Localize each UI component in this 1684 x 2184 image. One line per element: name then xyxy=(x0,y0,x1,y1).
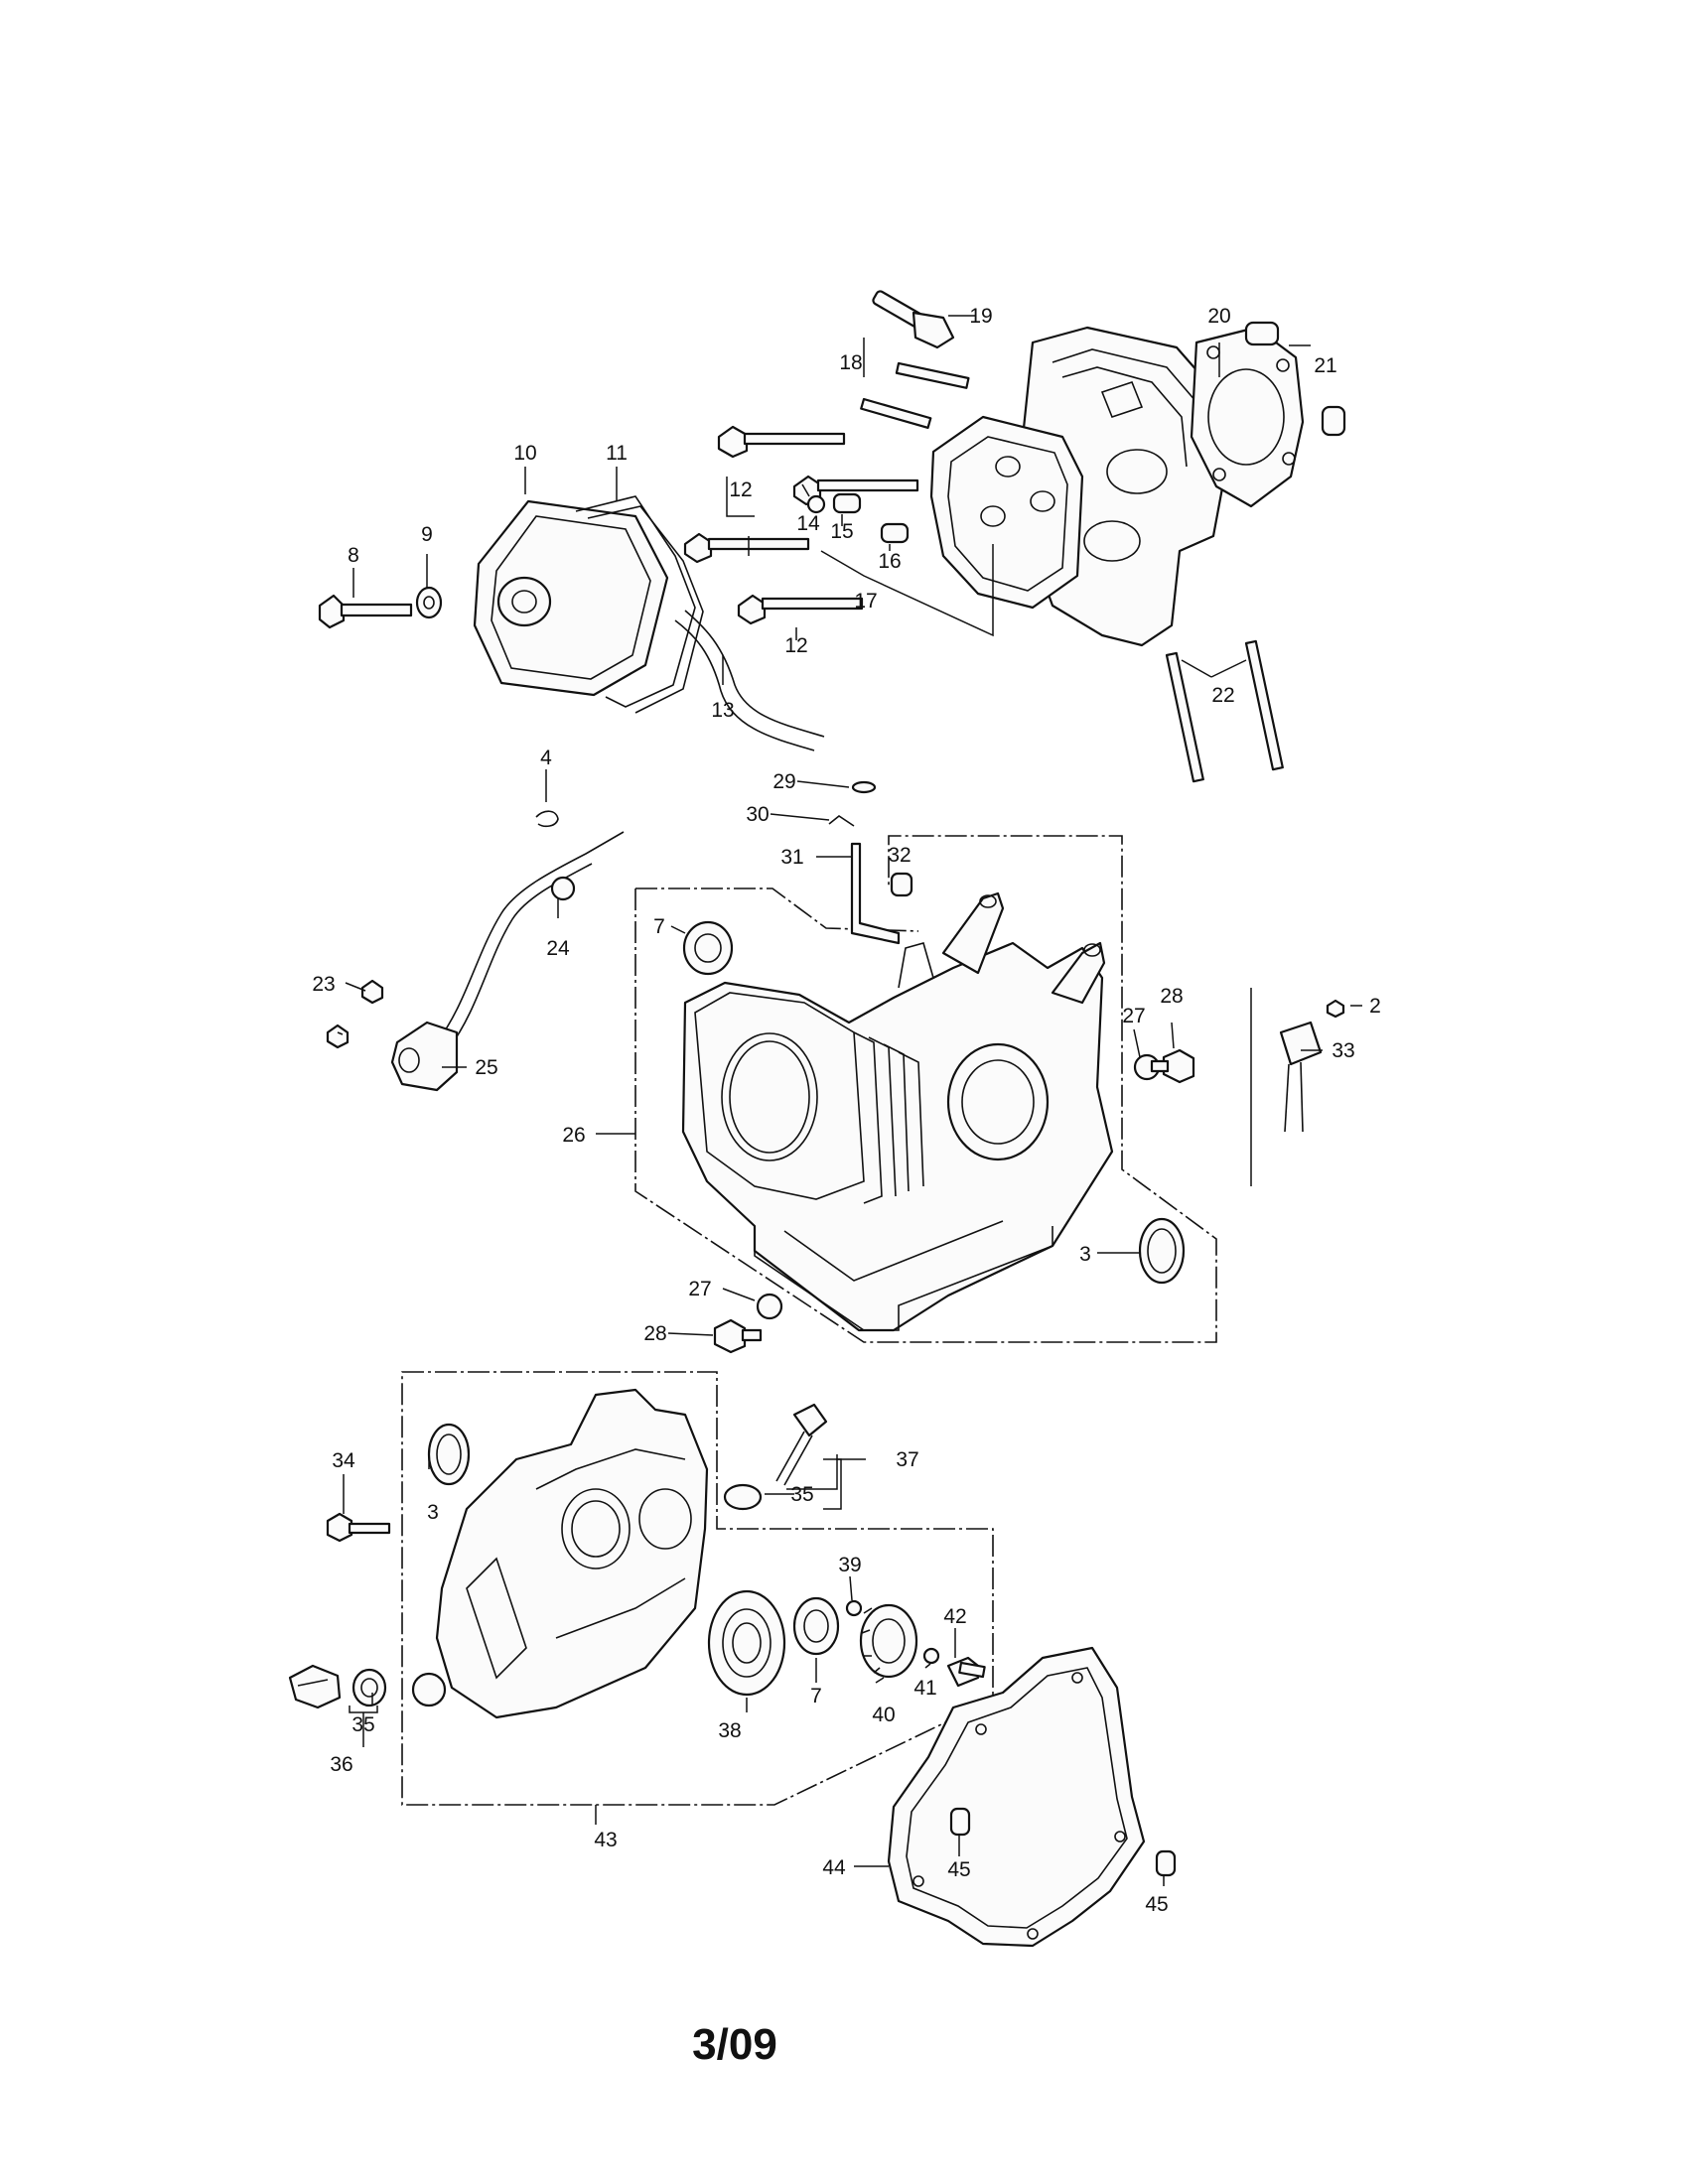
callout-39: 39 xyxy=(838,1554,861,1576)
callout-36: 36 xyxy=(330,1753,352,1776)
callout-19: 19 xyxy=(969,305,992,328)
oil-seal-3-lower xyxy=(427,1423,471,1486)
callout-24: 24 xyxy=(546,937,570,960)
crankcase-cover xyxy=(435,1388,709,1719)
callout-26: 26 xyxy=(562,1124,585,1147)
callout-43: 43 xyxy=(594,1829,617,1851)
callout-35: 35 xyxy=(351,1713,374,1736)
callout-16: 16 xyxy=(878,550,901,573)
page-number: 3/09 xyxy=(692,2020,777,2069)
callout-4: 4 xyxy=(540,747,552,769)
spark-plug xyxy=(872,290,955,349)
head-cover-gasket xyxy=(575,495,696,708)
callout-31: 31 xyxy=(780,846,803,869)
callout-21: 21 xyxy=(1314,354,1336,377)
oil-seal-3-upper xyxy=(1138,1217,1186,1285)
callout-labels: 2 3 3 4 7 7 8 9 10 11 12 12 12 13 14 15 … xyxy=(312,305,1381,1916)
callout-7: 7 xyxy=(810,1685,822,1707)
crankcase-group xyxy=(634,780,1217,1354)
callout-42: 42 xyxy=(943,1605,966,1628)
callout-27: 27 xyxy=(1122,1005,1145,1027)
bearing-7-upper xyxy=(682,920,734,976)
head-cover xyxy=(473,499,669,697)
callout-34: 34 xyxy=(332,1449,355,1472)
head-gasket-frame xyxy=(929,415,1084,610)
callout-40: 40 xyxy=(872,1704,895,1726)
bolt-8 xyxy=(318,594,346,629)
bearing-38 xyxy=(707,1589,786,1697)
cylinder-head-group xyxy=(318,290,1346,783)
bearing-7-lower xyxy=(792,1596,840,1656)
callout-30: 30 xyxy=(746,803,769,826)
callout-29: 29 xyxy=(772,770,795,793)
callout-2: 2 xyxy=(1369,995,1381,1018)
callout-22: 22 xyxy=(1211,684,1234,707)
callout-12: 12 xyxy=(729,478,752,501)
leader-lines xyxy=(337,315,1362,1886)
ignition-module-assembly xyxy=(1250,988,1345,1186)
callout-11: 11 xyxy=(606,442,628,465)
callout-12: 12 xyxy=(784,634,807,657)
callout-15: 15 xyxy=(830,520,853,543)
callout-17: 17 xyxy=(854,590,877,613)
callout-27: 27 xyxy=(688,1278,711,1300)
callout-45: 45 xyxy=(947,1858,970,1881)
callout-45: 45 xyxy=(1145,1893,1168,1916)
callout-18: 18 xyxy=(839,351,862,374)
callout-33: 33 xyxy=(1332,1039,1354,1062)
callout-3: 3 xyxy=(1079,1243,1091,1266)
callout-35: 35 xyxy=(790,1483,813,1506)
callout-32: 32 xyxy=(888,844,911,867)
callout-25: 25 xyxy=(475,1056,497,1079)
callout-38: 38 xyxy=(718,1719,741,1742)
crankcase-cover-gasket xyxy=(887,1646,1146,1948)
oil-sensor-assembly xyxy=(326,810,625,1092)
callout-28: 28 xyxy=(643,1322,666,1345)
callout-9: 9 xyxy=(421,523,433,546)
callout-28: 28 xyxy=(1160,985,1183,1008)
crankcase-cover-group xyxy=(288,1371,1177,1948)
callout-7: 7 xyxy=(653,915,665,938)
head-bolts xyxy=(683,425,919,625)
breather-tube xyxy=(684,610,825,738)
callout-14: 14 xyxy=(796,512,820,535)
governor-gear xyxy=(859,1603,918,1679)
callout-8: 8 xyxy=(348,544,359,567)
callout-44: 44 xyxy=(822,1856,846,1879)
callout-13: 13 xyxy=(711,699,734,722)
callout-23: 23 xyxy=(312,973,335,996)
callout-37: 37 xyxy=(896,1448,918,1471)
crankcase xyxy=(681,941,1114,1332)
callout-3: 3 xyxy=(427,1501,439,1524)
callout-41: 41 xyxy=(913,1677,936,1700)
washer-9 xyxy=(415,586,443,619)
callout-10: 10 xyxy=(513,442,536,465)
callout-20: 20 xyxy=(1207,305,1230,328)
